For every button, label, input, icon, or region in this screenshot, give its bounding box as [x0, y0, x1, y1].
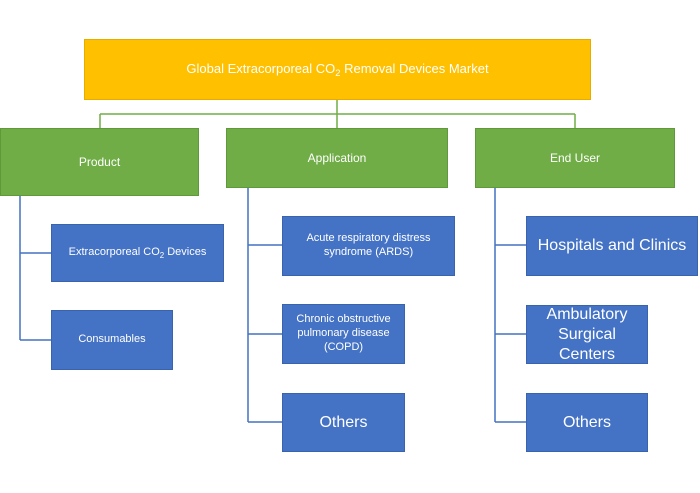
category-label: End User	[549, 150, 601, 165]
leaf-label: Hospitals and Clinics	[537, 237, 687, 254]
leaf-extracorporeal-co2-devices: Extracorporeal CO2 Devices	[51, 224, 224, 282]
category-product: Product	[0, 128, 199, 196]
leaf-label: Others	[562, 413, 611, 431]
leaf-label: Others	[319, 413, 368, 431]
root-node: Global Extracorporeal CO2 Removal Device…	[84, 39, 591, 100]
leaf-ambulatory-surgical-centers: Ambulatory Surgical Centers	[526, 305, 648, 364]
category-label: Application	[307, 150, 367, 165]
leaf-connectors	[19, 188, 526, 423]
root-connectors	[99, 100, 576, 128]
category-application: Application	[226, 128, 448, 188]
category-end-user: End User	[475, 128, 675, 188]
leaf-ards: Acute respiratory distress syndrome (ARD…	[282, 216, 455, 276]
leaf-label: Acute respiratory distress syndrome (ARD…	[306, 232, 431, 258]
leaf-others-end-user: Others	[526, 393, 648, 452]
category-label: Product	[78, 154, 121, 169]
leaf-label: Extracorporeal CO2 Devices	[68, 246, 207, 260]
leaf-label: Consumables	[78, 333, 146, 346]
root-title: Global Extracorporeal CO2 Removal Device…	[186, 61, 489, 79]
leaf-label: Chronic obstructive pulmonary disease (C…	[296, 313, 391, 353]
leaf-hospitals-clinics: Hospitals and Clinics	[526, 216, 698, 276]
leaf-copd: Chronic obstructive pulmonary disease (C…	[282, 304, 405, 364]
leaf-others-application: Others	[282, 393, 405, 452]
leaf-label: Ambulatory Surgical Centers	[546, 305, 628, 363]
leaf-consumables: Consumables	[51, 310, 173, 370]
